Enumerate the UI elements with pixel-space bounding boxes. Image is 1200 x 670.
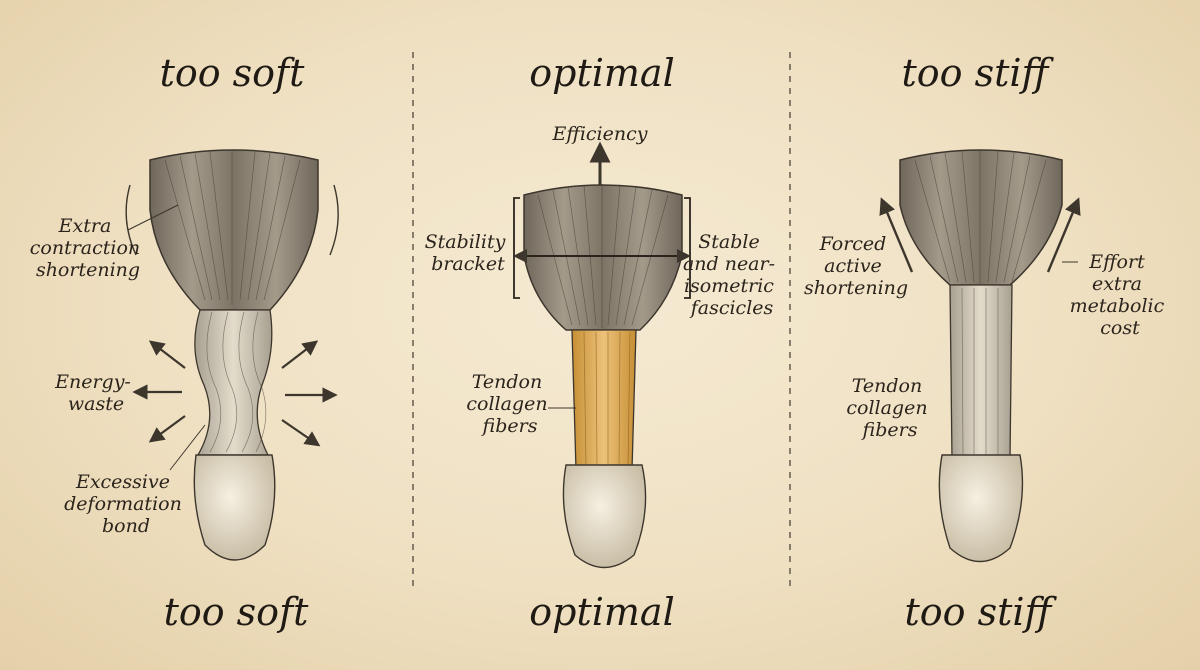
label-tendon-optimal: Tendon collagen fibers <box>466 371 553 437</box>
tendon-optimal <box>571 329 637 471</box>
title-top-too-soft: too soft <box>160 51 306 95</box>
label-forced-shortening: Forced active shortening <box>804 233 908 299</box>
motion-line-left <box>125 184 137 256</box>
title-top-optimal: optimal <box>529 51 674 95</box>
label-stability-bracket: Stability bracket <box>425 231 512 275</box>
title-bottom-too-soft: too soft <box>164 590 310 634</box>
tendon-soft <box>194 309 273 456</box>
label-tendon-stiff: Tendon collagen fibers <box>846 375 933 441</box>
label-effort-cost: Effort extra metabolic cost <box>1070 251 1171 339</box>
panel-too-stiff: too stiff Forced active shortening Effo <box>804 51 1171 634</box>
title-top-too-stiff: too stiff <box>902 51 1055 95</box>
pointer-extra-contraction <box>127 204 179 231</box>
tendon-fibers-optimal <box>583 331 631 469</box>
bone-optimal <box>562 464 647 569</box>
bone-soft <box>193 454 276 561</box>
forced-shortening-arrow-right <box>1046 197 1081 273</box>
muscle-belly-optimal <box>523 184 683 331</box>
panel-optimal: optimal Efficiency Stability brac <box>425 51 781 634</box>
tendon-stiff <box>949 284 1013 461</box>
motion-line-right <box>329 184 339 256</box>
label-efficiency: Efficiency <box>552 123 648 145</box>
tendon-fibers-stiff <box>961 287 999 459</box>
label-extra-contraction: Extra contraction shortening <box>30 215 146 281</box>
label-excessive-deformation: Excessive deformation bond <box>64 471 188 537</box>
panel-too-soft: too soft <box>30 51 339 634</box>
muscle-striations-stiff <box>914 150 1047 284</box>
title-bottom-optimal: optimal <box>529 590 674 634</box>
forced-shortening-arrow-left <box>879 197 914 273</box>
bracket-left <box>513 197 520 299</box>
energy-waste-arrows <box>132 340 338 447</box>
bracket-right <box>684 197 691 299</box>
tendon-fibers-soft <box>206 311 267 453</box>
muscle-striations-soft <box>164 150 301 305</box>
label-energy-waste: Energy- waste <box>54 371 137 415</box>
pointer-excessive-deformation <box>169 424 206 471</box>
muscle-belly-soft <box>149 149 319 311</box>
title-bottom-too-stiff: too stiff <box>905 590 1058 634</box>
muscle-belly-stiff <box>899 149 1063 286</box>
label-stable-fascicles: Stable and near- isometric fascicles <box>683 231 781 319</box>
bone-stiff <box>938 454 1024 563</box>
